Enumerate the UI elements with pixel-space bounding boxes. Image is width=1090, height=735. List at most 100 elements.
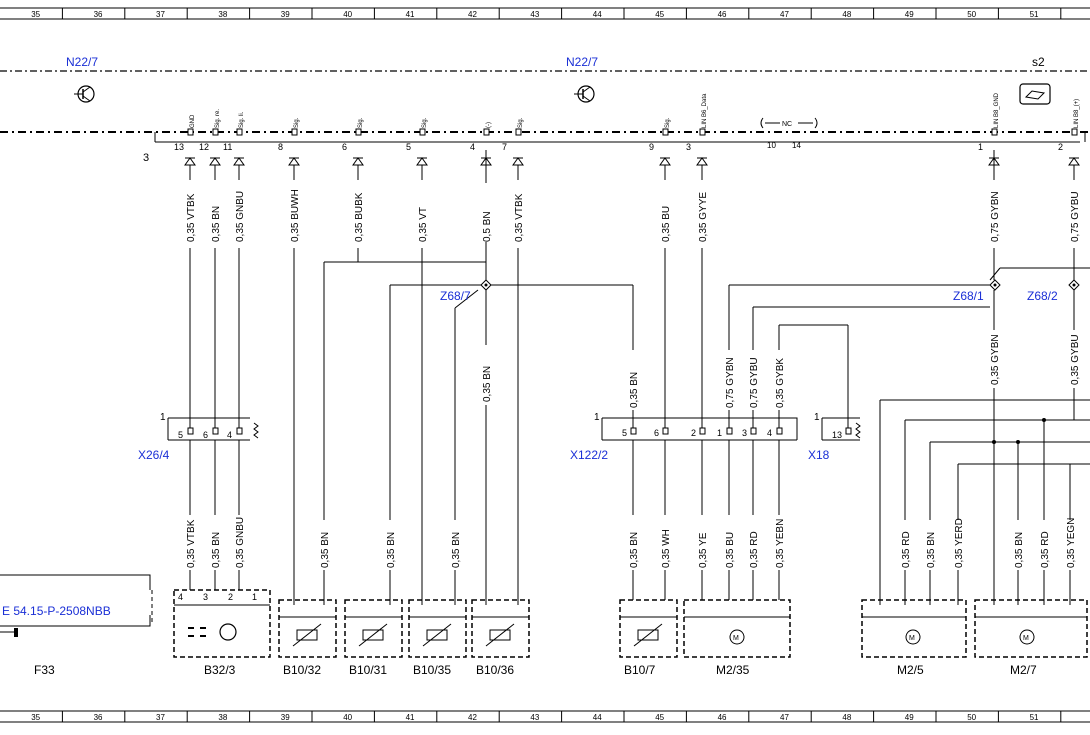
splice-label: Z68/2 [1027,289,1058,303]
wire-label: 0,35 GYBK [775,358,786,408]
pin-signal-label: Sig. [518,117,524,128]
connector-x26-4: 1 5 6 4 X26/4 [138,412,259,462]
pin-signal-label: LIN B8_(+) [1074,99,1080,128]
ruler-number: 35 [31,10,40,19]
pin-number: 9 [649,142,654,152]
wire-label: 0,35 VTBK [514,193,525,242]
ruler-number: 36 [94,10,103,19]
svg-text:4: 4 [178,592,183,602]
svg-text:2: 2 [228,592,233,602]
pin-number: 5 [178,430,183,440]
pin-terminal [483,128,490,136]
pin-number: 4 [470,142,475,152]
pin-terminal [236,427,243,435]
junction-dot [992,440,996,444]
motor-icon [905,629,921,645]
wire-label: 0,75 GYBU [749,357,760,408]
pin-number: 6 [654,428,659,438]
pin-terminal [355,128,362,136]
ruler-number: 44 [593,713,602,722]
component-label: B10/35 [413,663,451,677]
pin-number: 8 [278,142,283,152]
wires [184,128,1090,605]
wire-label: 0,35 GYBU [1070,334,1081,385]
wire-label: 0,35 WH [661,529,672,568]
component-label: B10/36 [476,663,514,677]
connector-triangle [209,157,221,166]
wire-label: 0,35 VT [418,207,429,242]
pin-number: 6 [342,142,347,152]
ruler-number: 45 [655,10,664,19]
pin-signal-label: (-) [486,122,492,128]
ecu-connector-number: 3 [143,152,149,164]
pin-terminal [699,128,706,136]
sensor-b1035: B10/35 [408,599,467,677]
connector-triangle [352,157,364,166]
ruler-number: 38 [218,10,227,19]
wire-label: 0,35 YEBN [775,519,786,568]
pin-terminal [1071,128,1078,136]
component-label: M2/7 [1010,663,1037,677]
ruler-number: 38 [218,713,227,722]
ruler-number: 35 [31,713,40,722]
ruler-number: 50 [967,10,976,19]
wire-label: 0,35 YE [698,532,709,568]
wire-label: 0,35 VTBK [186,519,197,568]
svg-text:M: M [1023,635,1029,642]
pin-number: 1 [717,428,722,438]
pin-number: 4 [227,430,232,440]
wire-label: 0,35 VTBK [186,193,197,242]
connector-triangle [416,157,428,166]
pin-terminal [991,128,998,136]
wire-label: 0,35 RD [1040,531,1051,568]
thermistor-icon [296,629,318,641]
pin-terminal [662,128,669,136]
ruler-number: 40 [343,713,352,722]
ecu-label-left: N22/7 [66,55,98,69]
svg-text:M: M [909,635,915,642]
pin-signal-label: Sig. re. [215,109,221,128]
ruler-number: 42 [468,713,477,722]
pin-terminal [776,427,783,435]
connector-label: X122/2 [570,448,608,462]
wire-label: 0,75 GYBN [990,191,1001,242]
pin-terminal [750,427,757,435]
sensor-b107: B10/7 [619,599,678,677]
ruler-number: 51 [1030,10,1039,19]
component-label: M2/35 [716,663,750,677]
light-sensor-icon [188,623,237,641]
connector-triangle [288,157,300,166]
connector-triangle [233,157,245,166]
connector-triangle [184,157,196,166]
pin-number: 13 [174,142,184,152]
nc-label: NC [782,121,792,128]
wire-label: 0,35 BUWH [290,189,301,242]
wire-label: 0,35 BN [451,532,462,568]
reference-link[interactable]: E 54.15-P-2508NBB [2,604,111,618]
ruler-number: 49 [905,713,914,722]
connector-x18: 1 13 X18 [808,412,861,462]
ruler-number: 41 [406,10,415,19]
pin-number: 4 [767,428,772,438]
thermistor-icon [362,629,384,641]
pin-terminal [187,427,194,435]
wire-label: 0,35 BU [725,532,736,568]
ruler-number: 45 [655,713,664,722]
pin-number: 3 [742,428,747,438]
ruler-number: 44 [593,10,602,19]
component-b32-3: 4 3 2 1 B32/3 [173,589,271,677]
wire-label: 0,35 GYBN [990,334,1001,385]
wire-label: 0,35 RD [749,531,760,568]
svg-text:M: M [733,635,739,642]
wire-label: 0,35 BN [1014,532,1025,568]
thermistor-icon [426,629,448,641]
pin-terminal [212,427,219,435]
svg-text:1: 1 [252,592,257,602]
ruler-number: 39 [281,713,290,722]
connector-pin-head: 1 [814,412,820,423]
splice-z68-1: Z68/1 [953,279,1001,303]
component-label: B10/31 [349,663,387,677]
pin-number: 11 [223,142,232,152]
wire-label: 0,35 RD [901,531,912,568]
